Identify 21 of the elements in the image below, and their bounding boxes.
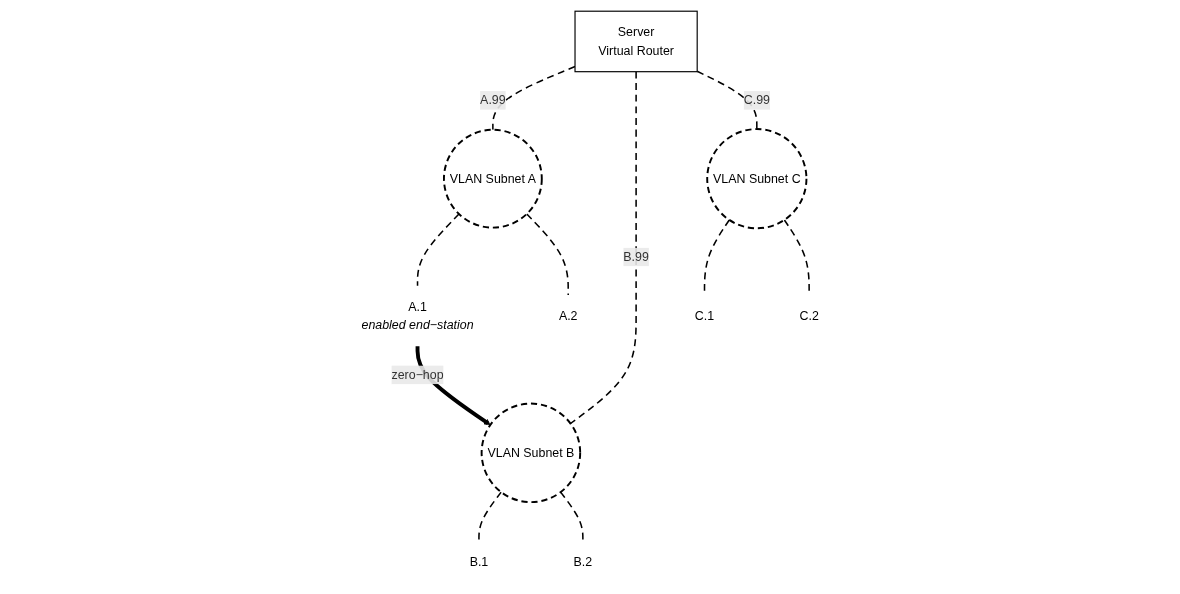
node-label: enabled end−station [361, 318, 474, 332]
edge-label: C.99 [743, 93, 770, 107]
node-text: B.2 [573, 554, 593, 569]
connector [569, 70, 637, 425]
node-circle: VLAN Subnet C [706, 128, 808, 230]
node-text: C.2 [799, 308, 819, 323]
node-text: B.1 [469, 554, 489, 569]
connector [478, 491, 502, 542]
node-text: A.2 [558, 308, 578, 323]
connector [525, 213, 569, 296]
edge-label: zero−hop [391, 367, 444, 382]
node-text: A.1 [408, 299, 427, 313]
connector [416, 213, 460, 287]
connector [559, 491, 584, 542]
node-circle: VLAN Subnet B [480, 402, 581, 504]
edge-label: B.99 [623, 250, 649, 264]
node-text: C.1 [694, 308, 715, 323]
node-box: Server Virtual Router [574, 10, 698, 73]
node-circle: VLAN Subnet A [442, 128, 543, 229]
connector [696, 70, 758, 130]
edge-label: A.99 [479, 93, 506, 107]
